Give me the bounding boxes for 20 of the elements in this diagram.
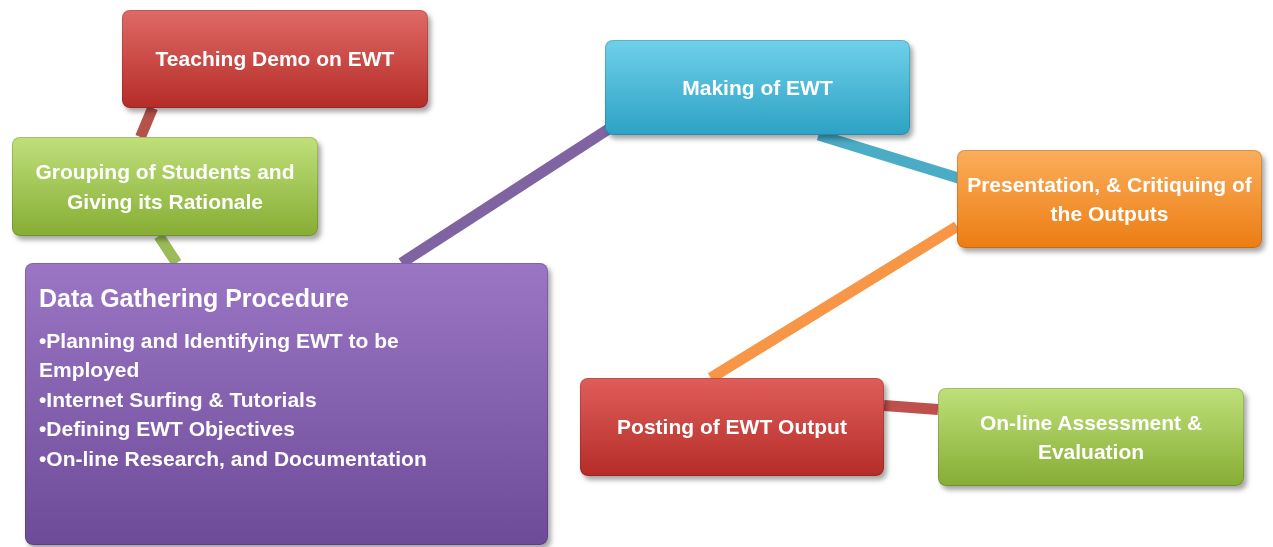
box-label: On-line Assessment & Evaluation xyxy=(978,409,1204,465)
process-box xyxy=(122,10,428,108)
box-label: Presentation, & Critiquing of the Outputs xyxy=(967,171,1252,227)
box-label: Grouping of Students and Giving its Rationale xyxy=(34,159,296,215)
connector-line xyxy=(883,399,939,416)
box-label: Making of EWT xyxy=(682,74,833,101)
bullet-item: •Defining EWT Objectives xyxy=(39,416,295,443)
box-label: Posting of EWT Output xyxy=(617,414,847,441)
box-heading: Data Gathering Procedure xyxy=(39,283,349,314)
process-box xyxy=(938,388,1244,486)
bullet-item: •Internet Surfing & Tutorials xyxy=(39,386,317,413)
process-box xyxy=(25,263,548,545)
process-box xyxy=(12,137,318,236)
connector-line xyxy=(135,105,158,140)
bullet-item: •Planning and Identifying EWT to be Employed xyxy=(39,328,400,384)
box-label: Teaching Demo on EWT xyxy=(155,46,395,73)
process-box xyxy=(605,40,910,135)
process-box xyxy=(957,150,1262,248)
process-box xyxy=(580,378,884,476)
bullet-item: •On-line Research, and Documentation xyxy=(39,445,427,472)
